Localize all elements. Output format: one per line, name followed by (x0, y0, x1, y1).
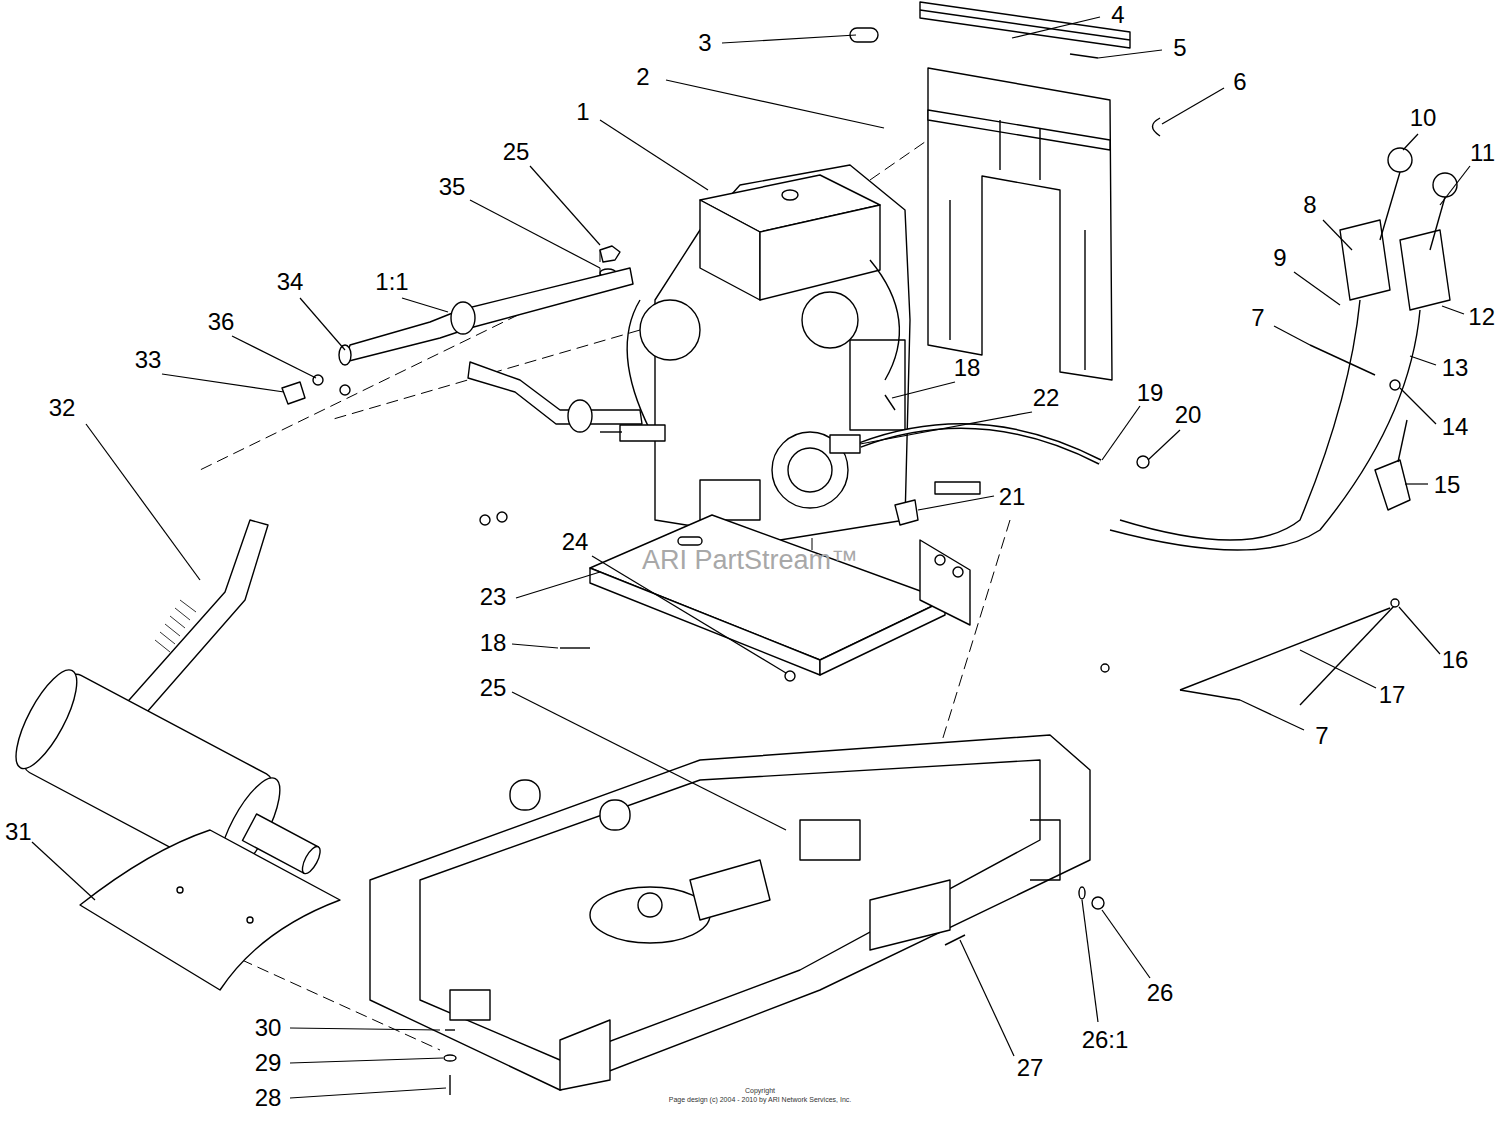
callout-number: 29 (253, 1050, 284, 1076)
copyright-note: Page design (c) 2004 - 2010 by ARI Netwo… (667, 1095, 853, 1104)
callout-number: 2 (634, 64, 651, 90)
callout-number: 7 (1313, 723, 1330, 749)
callout-number: 35 (437, 174, 468, 200)
callout-number: 25 (501, 139, 532, 165)
callout-number: 17 (1377, 682, 1408, 708)
callout-number: 32 (47, 395, 78, 421)
callout-number: 1:1 (373, 269, 410, 295)
callout-number: 26 (1145, 980, 1176, 1006)
callout-number: 18 (952, 355, 983, 381)
callout-number: 23 (478, 584, 509, 610)
callout-number: 20 (1173, 402, 1204, 428)
callout-number: 4 (1109, 2, 1126, 28)
callout-number: 33 (133, 347, 164, 373)
callout-number: 5 (1171, 35, 1188, 61)
callout-number: 34 (275, 269, 306, 295)
callout-number: 30 (253, 1015, 284, 1041)
watermark: ARI PartStream™ (640, 546, 860, 575)
callout-number: 22 (1031, 385, 1062, 411)
callout-number: 25 (478, 675, 509, 701)
callout-number: 10 (1408, 105, 1439, 131)
callout-number: 21 (997, 484, 1028, 510)
callout-number: 14 (1440, 414, 1471, 440)
callout-number: 9 (1271, 245, 1288, 271)
callout-number: 27 (1015, 1055, 1046, 1081)
callout-number: 28 (253, 1085, 284, 1111)
callout-number: 1 (574, 99, 591, 125)
callout-number: 24 (560, 529, 591, 555)
callout-number: 19 (1135, 380, 1166, 406)
callout-number: 11 (1468, 140, 1497, 166)
callout-number: 31 (3, 819, 34, 845)
callout-number: 15 (1432, 472, 1463, 498)
callout-number: 26:1 (1080, 1027, 1131, 1053)
callout-number: 16 (1440, 647, 1471, 673)
callout-number: 12 (1466, 304, 1497, 330)
callout-number: 6 (1231, 69, 1248, 95)
callout-number: 18 (478, 630, 509, 656)
callout-number: 3 (696, 30, 713, 56)
callout-number: 7 (1249, 305, 1266, 331)
callout-number: 8 (1301, 192, 1318, 218)
copyright-note: Copyright (743, 1086, 777, 1095)
callout-number: 36 (206, 309, 237, 335)
callout-number: 13 (1440, 355, 1471, 381)
